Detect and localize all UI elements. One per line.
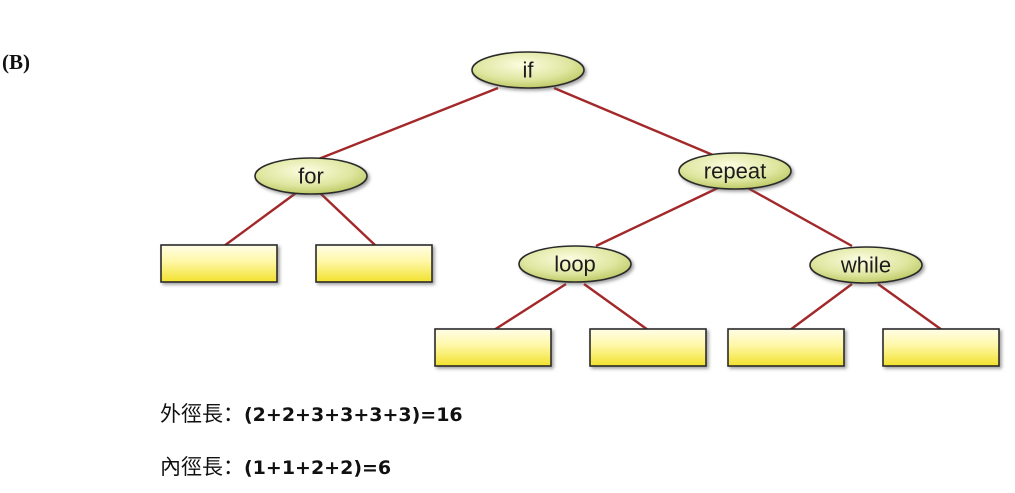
node-label-if: if — [523, 58, 535, 83]
binary-tree-diagram: if for repeat loop while — [160, 51, 1000, 367]
leaf-node-3 — [434, 328, 552, 367]
edge-if-for — [315, 86, 499, 162]
edge-repeat-while — [745, 185, 853, 248]
leaf-node-1 — [160, 244, 278, 283]
edge-if-repeat — [553, 86, 721, 160]
leaf-node-5 — [727, 328, 845, 367]
edge-while-leaf5 — [789, 283, 853, 331]
tree-edges — [223, 86, 943, 332]
leaf-node-2 — [315, 244, 433, 283]
node-label-repeat: repeat — [704, 159, 766, 184]
leaf-node-4 — [589, 328, 707, 367]
node-while: while — [809, 246, 923, 284]
external-path-length-expression: (2+2+3+3+3+3)=16 — [244, 404, 463, 426]
external-nodes — [160, 244, 1000, 367]
internal-path-length-label: 內徑長： — [160, 455, 244, 479]
edge-loop-leaf3 — [493, 282, 567, 332]
node-for: for — [254, 157, 368, 195]
node-label-while: while — [840, 253, 891, 278]
edge-while-leaf6 — [877, 283, 943, 331]
node-repeat: repeat — [678, 152, 792, 190]
edge-loop-leaf4 — [583, 283, 649, 331]
edge-for-leaf1 — [223, 192, 297, 247]
node-label-for: for — [298, 164, 324, 189]
edge-for-leaf2 — [319, 192, 377, 247]
leaf-node-6 — [882, 328, 1000, 367]
internal-path-length-formula: 內徑長：(1+1+2+2)=6 — [160, 451, 391, 481]
internal-nodes: if for repeat loop while — [254, 51, 923, 284]
node-label-loop: loop — [554, 252, 596, 277]
node-loop: loop — [518, 245, 632, 283]
internal-path-length-expression: (1+1+2+2)=6 — [244, 457, 392, 479]
node-if: if — [471, 51, 585, 89]
external-path-length-formula: 外徑長：(2+2+3+3+3+3)=16 — [160, 398, 463, 428]
external-path-length-label: 外徑長： — [160, 402, 244, 426]
section-label: (B) — [2, 50, 30, 74]
edge-repeat-loop — [595, 185, 721, 248]
